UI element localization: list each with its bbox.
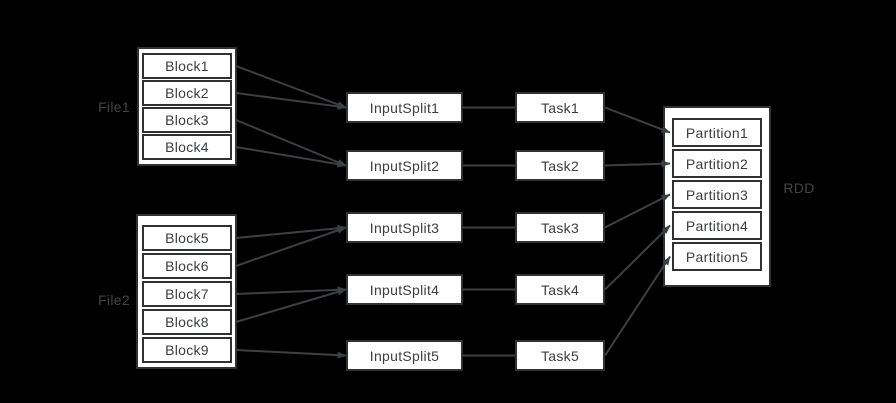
edge-block5-inputsplit3 [235,224,347,239]
node-partition5: Partition5 [672,242,762,271]
node-inputsplit3: InputSplit3 [346,212,463,243]
rdd-label: RDD [783,180,815,196]
file2-label: File2 [98,292,130,308]
edge-block1-inputsplit1 [235,65,347,109]
edge-block8-inputsplit4 [235,288,347,323]
edge-block4-inputsplit2 [235,146,347,168]
node-task3: Task3 [515,212,605,243]
edge-task3-partition3 [604,193,671,229]
edge-task1-partition1 [604,106,671,134]
node-inputsplit1: InputSplit1 [346,92,463,123]
node-block6: Block6 [142,253,232,279]
node-task4: Task4 [515,274,605,305]
node-task2: Task2 [515,150,605,181]
node-block8: Block8 [142,309,232,335]
node-partition4: Partition4 [672,211,762,240]
edge-block9-inputsplit5 [235,349,347,359]
node-block4: Block4 [142,134,232,160]
node-partition3: Partition3 [672,180,762,209]
edge-task5-partition5 [604,255,671,357]
edge-task4-partition4 [604,224,671,291]
node-block5: Block5 [142,225,232,251]
edge-block6-inputsplit3 [235,226,347,267]
edge-block7-inputsplit4 [235,286,347,295]
node-partition2: Partition2 [672,149,762,178]
edge-block3-inputsplit2 [235,119,347,167]
node-block3: Block3 [142,107,232,133]
edge-block2-inputsplit1 [235,92,347,110]
node-inputsplit2: InputSplit2 [346,150,463,181]
file1-label: File1 [98,99,130,115]
node-block2: Block2 [142,80,232,106]
node-task5: Task5 [515,340,605,371]
node-block1: Block1 [142,53,232,79]
node-inputsplit4: InputSplit4 [346,274,463,305]
edge-task2-partition2 [604,160,671,168]
node-block7: Block7 [142,281,232,307]
node-inputsplit5: InputSplit5 [346,340,463,371]
node-task1: Task1 [515,92,605,123]
node-block9: Block9 [142,337,232,363]
node-partition1: Partition1 [672,118,762,147]
